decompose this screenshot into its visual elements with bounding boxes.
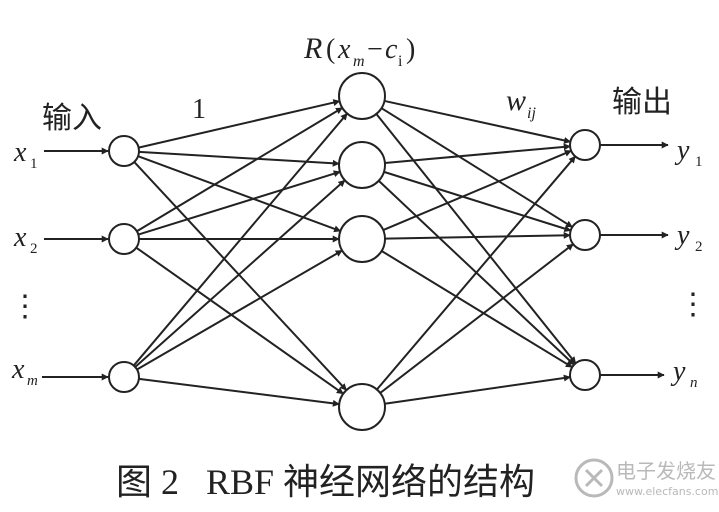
hidden-node-4 [338,383,386,431]
input-label-x2: x 2 [13,222,38,257]
edge-input1-hidden3 [137,155,342,233]
svg-text:2: 2 [695,239,703,255]
svg-text:x: x [13,222,27,253]
watermark-url: www.elecfans.com [616,485,718,498]
hidden-function-label: R ( x m − c i ) [303,32,415,70]
connection-lines [42,99,669,407]
edge-input1-hidden4 [133,161,348,391]
hidden-node-3 [338,215,386,263]
edge-input3-hidden4 [138,377,340,407]
edge-hidden1-output2 [380,107,573,228]
edge-input2-hidden4 [135,246,344,395]
input-node-2 [108,223,140,255]
svg-text:x: x [11,354,25,385]
edge-hidden3-output1 [382,149,572,231]
figure-caption: 图 2 RBF 神经网络的结构 [116,462,535,502]
edge-hidden1-output3 [375,113,577,364]
svg-text:i: i [398,53,403,70]
output-label-y2: y 2 [674,220,703,255]
output-node-3 [569,359,601,391]
edge-input2-hidden2 [138,170,341,236]
input-weight-label: 1 [192,94,206,125]
watermark-logo-mark [584,468,604,488]
svg-text:ij: ij [527,105,536,122]
hidden-node-2 [338,141,386,189]
svg-text:y: y [674,135,690,166]
input-heading: 输入 [42,102,102,135]
watermark-text: 电子发烧友 [616,459,716,483]
svg-text:R: R [303,32,322,65]
edge-hidden4-output2 [379,243,574,394]
svg-text:): ) [406,34,415,65]
svg-text:y: y [670,356,686,387]
svg-text:m: m [27,373,38,389]
edge-hidden3-output2 [384,231,571,240]
edge-hidden1-output1 [384,99,572,144]
output-label-yn: y n [670,356,698,391]
output-ellipsis: ⋮ [678,288,708,321]
svg-text:x: x [337,34,351,65]
neuron-nodes [108,72,601,431]
svg-text:n: n [690,375,698,391]
svg-text:(: ( [326,34,335,65]
edge-input1-hidden1 [138,99,341,149]
watermark-logo-icon [574,458,614,498]
svg-text:c: c [385,34,398,65]
output-node-1 [569,129,601,161]
svg-text:1: 1 [30,156,38,172]
input-label-xm: x m [11,354,38,389]
edge-hidden2-output1 [384,143,571,164]
edge-hidden2-output2 [383,170,572,232]
edge-input3-hidden3 [136,249,343,371]
svg-text:1: 1 [695,154,703,170]
edge-hidden3-output3 [381,250,573,369]
edge-input3-hidden2 [134,179,346,368]
edge-input2-hidden1 [136,106,343,233]
edge-input3-hidden1 [132,112,348,367]
input-ellipsis: ⋮ [10,290,40,323]
output-node-2 [569,219,601,251]
input-node-1 [108,135,140,167]
watermark: 电子发烧友 www.elecfans.com [574,458,718,498]
edge-hidden4-output3 [384,374,571,405]
svg-text:m: m [353,53,365,70]
svg-text:x: x [13,137,27,168]
svg-text:−: − [367,34,383,65]
svg-text:2: 2 [30,241,38,257]
output-weight-label: w ij [506,84,536,122]
svg-text:w: w [506,84,526,117]
svg-text:y: y [674,220,690,251]
output-heading: 输出 [612,86,672,119]
input-node-3 [108,361,140,393]
hidden-node-1 [338,72,386,120]
edge-hidden4-output1 [376,155,577,391]
input-label-x1: x 1 [13,137,38,172]
output-label-y1: y 1 [674,135,703,170]
